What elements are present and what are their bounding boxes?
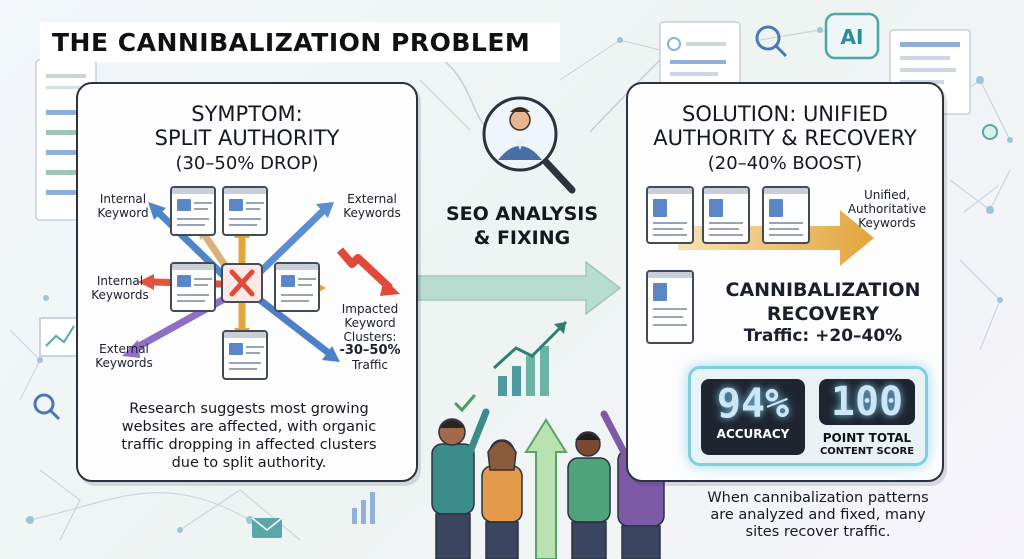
page-icon <box>702 186 750 244</box>
growth-bar-chart <box>492 320 568 396</box>
score-display: 94% ACCURACY 100 POINT TOTAL CONTENT SCO… <box>688 366 928 466</box>
bar-icon-bottom <box>352 492 375 524</box>
page-title: THE CANNIBALIZATION PROBLEM <box>40 22 560 62</box>
ai-badge-text: AI <box>841 25 864 49</box>
recovery-traffic: Traffic: +20–40% <box>743 326 903 346</box>
symptom-panel: SYMPTOM: SPLIT AUTHORITY (30–50% DROP) <box>76 82 418 482</box>
label-impacted-clusters: Impacted Keyword Clusters: -30–50% Traff… <box>330 302 410 372</box>
page-icon <box>274 262 320 312</box>
symptom-subtitle: (30–50% DROP) <box>175 153 319 174</box>
accuracy-label: ACCURACY <box>716 427 790 441</box>
page-icon <box>762 186 810 244</box>
magnifier-icon-top-right <box>755 25 788 58</box>
points-display: 100 POINT TOTAL CONTENT SCORE <box>815 379 919 457</box>
points-value: 100 <box>819 379 915 425</box>
seo-analysis-label: SEO ANALYSIS & FIXING <box>445 203 599 249</box>
page-icon <box>170 262 216 312</box>
symptom-title-line1: SYMPTOM: <box>191 102 303 126</box>
solution-title-line2: AUTHORITY & RECOVERY <box>653 126 917 150</box>
page-icon <box>646 270 694 344</box>
analysis-arrow <box>417 260 622 316</box>
points-label: POINT TOTAL <box>822 431 912 445</box>
impacted-value: -30–50% <box>339 343 401 358</box>
symptom-title-line2: SPLIT AUTHORITY <box>154 126 340 150</box>
label-unified-keywords: Unified, Authoritative Keywords <box>847 188 927 230</box>
research-paragraph: Research suggests most growing websites … <box>121 401 377 471</box>
page-icon <box>170 186 216 236</box>
growth-up-arrow <box>524 418 568 559</box>
magnifier-icon-left <box>33 393 61 421</box>
ai-badge-icon <box>824 12 880 60</box>
envelope-icon <box>251 517 283 538</box>
analyst-magnifier-icon <box>482 96 576 194</box>
recovery-title: CANNIBALIZATION RECOVERY <box>725 279 921 325</box>
solution-subtitle: (20–40% BOOST) <box>707 153 863 174</box>
content-score-label: CONTENT SCORE <box>819 446 915 457</box>
page-icon <box>222 330 268 380</box>
solution-panel: SOLUTION: UNIFIED AUTHORITY & RECOVERY (… <box>626 82 944 482</box>
solution-title-line1: SOLUTION: UNIFIED <box>682 102 888 126</box>
checkmark-icon <box>454 394 476 413</box>
accuracy-display: 94% ACCURACY <box>701 379 805 455</box>
bottom-caption: When cannibalization patterns are analyz… <box>707 490 929 540</box>
page-icon <box>646 186 694 244</box>
accuracy-value: 94% <box>716 381 790 427</box>
page-icon <box>222 186 268 236</box>
mini-chart-icon <box>39 317 81 357</box>
